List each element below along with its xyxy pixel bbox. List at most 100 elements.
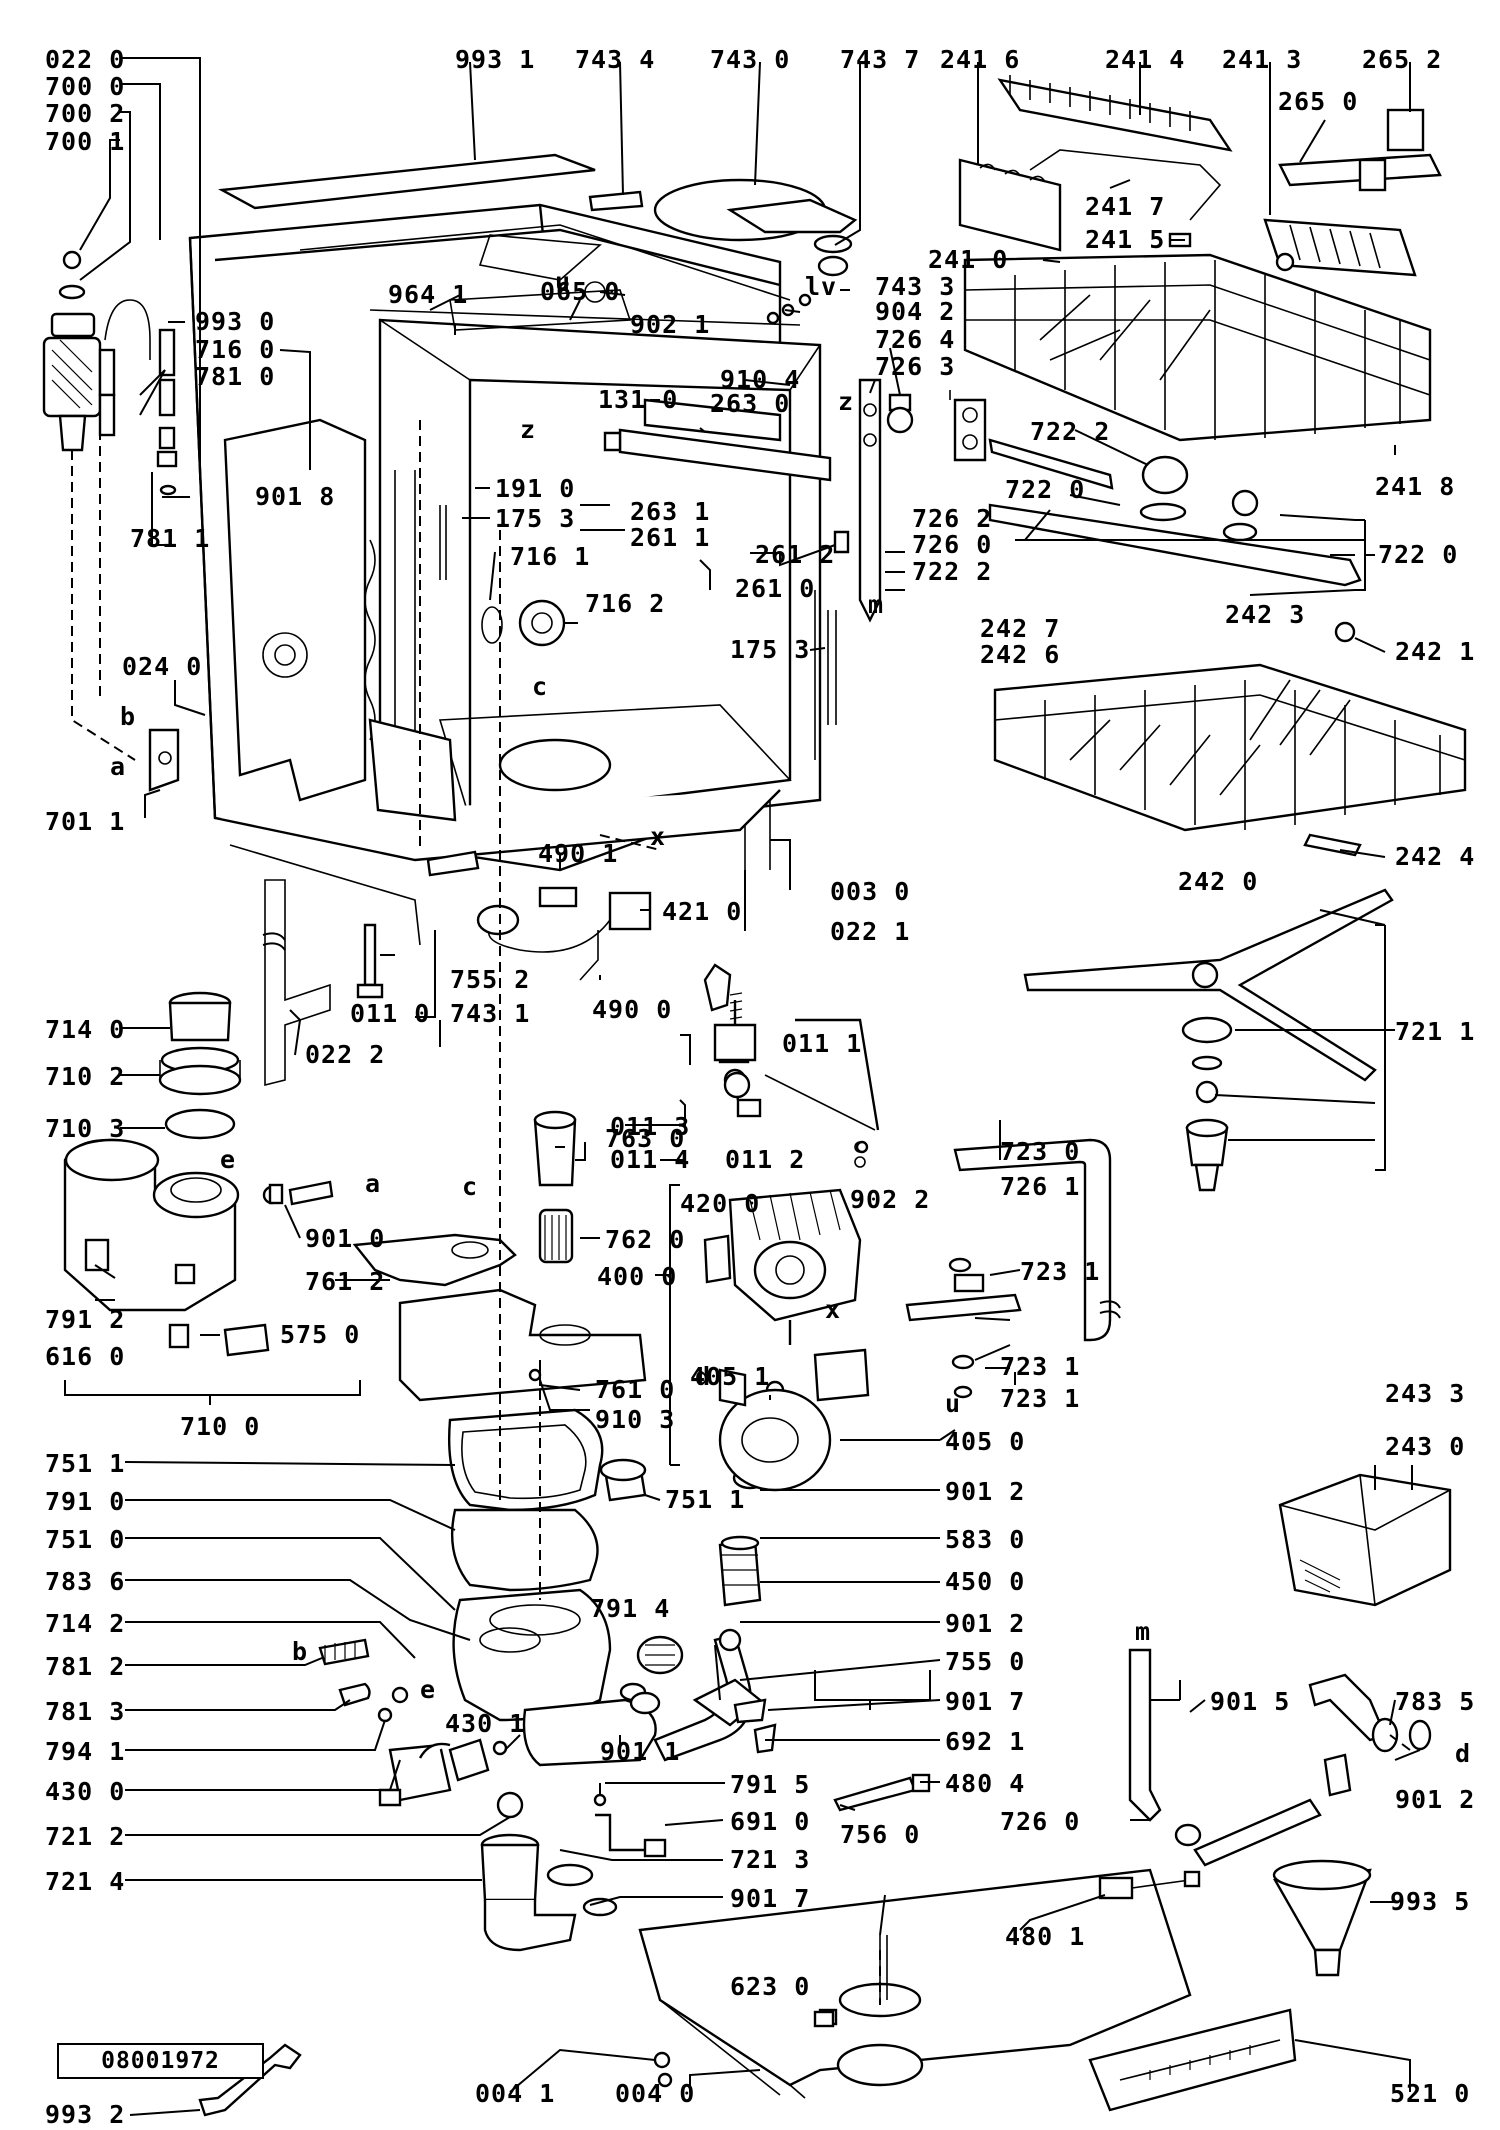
part-label: 743 4	[575, 45, 655, 74]
part-label: 751 0	[45, 1525, 125, 1554]
part-label: 901 7	[945, 1687, 1025, 1716]
part-label: 783 6	[45, 1567, 125, 1596]
part-label: 710 2	[45, 1062, 125, 1091]
part-label: 241 4	[1105, 45, 1185, 74]
callout-letter: u	[945, 1389, 961, 1418]
part-label: 993 2	[45, 2100, 125, 2129]
part-label: 241 0	[928, 245, 1008, 274]
part-label: 723 1	[1000, 1352, 1080, 1381]
part-label: 241 5	[1085, 225, 1165, 254]
part-label: 421 0	[662, 897, 742, 926]
part-label: 242 4	[1395, 842, 1475, 871]
part-label: 430 0	[45, 1777, 125, 1806]
document-reference-number: 08001972	[101, 2048, 220, 2074]
part-label: 743 1	[450, 999, 530, 1028]
callout-letter: z	[838, 387, 854, 416]
part-label: 011 0	[350, 999, 430, 1028]
leader-lines	[79, 57, 1421, 2116]
part-label: 261 2	[755, 540, 835, 569]
part-label: 722 0	[1005, 475, 1085, 504]
part-label: 003 0	[830, 877, 910, 906]
callout-letter: e	[420, 1675, 436, 1704]
part-label: 583 0	[945, 1525, 1025, 1554]
part-label: 755 2	[450, 965, 530, 994]
callout-letter: c	[462, 1172, 478, 1201]
part-label: 011 3	[610, 1112, 690, 1141]
part-label: 011 4	[610, 1145, 690, 1174]
part-label: 761 0	[595, 1375, 675, 1404]
document-reference-box: 08001972	[57, 2043, 264, 2079]
part-label: 726 1	[1000, 1172, 1080, 1201]
cabinet-tub	[188, 153, 850, 946]
part-label: 791 0	[45, 1487, 125, 1516]
part-label: 781 3	[45, 1697, 125, 1726]
part-label: 722 0	[1378, 540, 1458, 569]
part-label: 241 8	[1375, 472, 1455, 501]
part-label: 022 0	[45, 45, 125, 74]
part-label: 726 4	[875, 325, 955, 354]
callout-letter: a	[365, 1169, 381, 1198]
part-label: 024 0	[122, 652, 202, 681]
part-label: 761 2	[305, 1267, 385, 1296]
part-label: 716 1	[510, 542, 590, 571]
part-label: 726 3	[875, 352, 955, 381]
assembly-dash-lines	[419, 325, 1411, 2005]
part-label: 241 6	[940, 45, 1020, 74]
part-label: 022 1	[830, 917, 910, 946]
callout-letter: m	[1135, 1617, 1151, 1646]
part-label: 722 2	[1030, 417, 1110, 446]
part-label: 191 0	[495, 474, 575, 503]
misc-parts	[168, 293, 880, 2069]
part-label: 265 2	[1362, 45, 1442, 74]
part-label: 700 1	[45, 127, 125, 156]
right-side-parts	[593, 1138, 1452, 1977]
part-label: 781 1	[130, 524, 210, 553]
part-label: 265 0	[1278, 87, 1358, 116]
part-label: 910 4	[720, 365, 800, 394]
part-label: 241 3	[1222, 45, 1302, 74]
part-label: 420 0	[680, 1189, 760, 1218]
part-label: 175 3	[495, 504, 575, 533]
part-label: 781 0	[195, 362, 275, 391]
part-label: 405 1	[690, 1362, 770, 1391]
part-label: 521 0	[1390, 2079, 1470, 2108]
callout-letter: c	[532, 672, 548, 701]
part-label: 131 0	[598, 385, 678, 414]
part-label: 781 2	[45, 1652, 125, 1681]
part-label: 794 1	[45, 1737, 125, 1766]
base-plate	[638, 1868, 1297, 2112]
part-label: 723 1	[1000, 1384, 1080, 1413]
callout-letters: a b c e a b c d e m m u x x z z lv u d	[110, 267, 1471, 1768]
callout-letter: d	[1455, 1739, 1471, 1768]
callout-letter: b	[292, 1637, 308, 1666]
callout-letter: d	[695, 1362, 711, 1391]
part-label: 004 0	[615, 2079, 695, 2108]
part-label: 261 0	[735, 574, 815, 603]
part-label: 004 1	[475, 2079, 555, 2108]
part-label: 726 2	[912, 504, 992, 533]
part-label: 700 0	[45, 72, 125, 101]
part-label: 710 3	[45, 1114, 125, 1143]
part-label: 904 2	[875, 297, 955, 326]
part-label: 721 4	[45, 1867, 125, 1896]
part-label: 964 1	[388, 280, 468, 309]
part-label: 751 1	[665, 1485, 745, 1514]
part-label: 243 0	[1385, 1432, 1465, 1461]
part-label: 261 1	[630, 523, 710, 552]
part-label: 723 0	[1000, 1137, 1080, 1166]
part-label: 791 2	[45, 1305, 125, 1334]
top-cover-part	[588, 178, 858, 277]
part-label: 901 5	[1210, 1687, 1290, 1716]
part-label: 902 1	[630, 310, 710, 339]
part-label: 490 1	[538, 839, 618, 868]
part-label: 490 0	[592, 995, 672, 1024]
part-label: 716 2	[585, 589, 665, 618]
break-marks	[262, 932, 1121, 1319]
part-label: 430 1	[445, 1709, 525, 1738]
part-label: 721 2	[45, 1822, 125, 1851]
sump-assembly	[63, 963, 876, 1767]
callout-letter: e	[220, 1145, 236, 1174]
part-label: 910 3	[595, 1405, 675, 1434]
part-label: 011 1	[782, 1029, 862, 1058]
part-label: 263 0	[710, 389, 790, 418]
